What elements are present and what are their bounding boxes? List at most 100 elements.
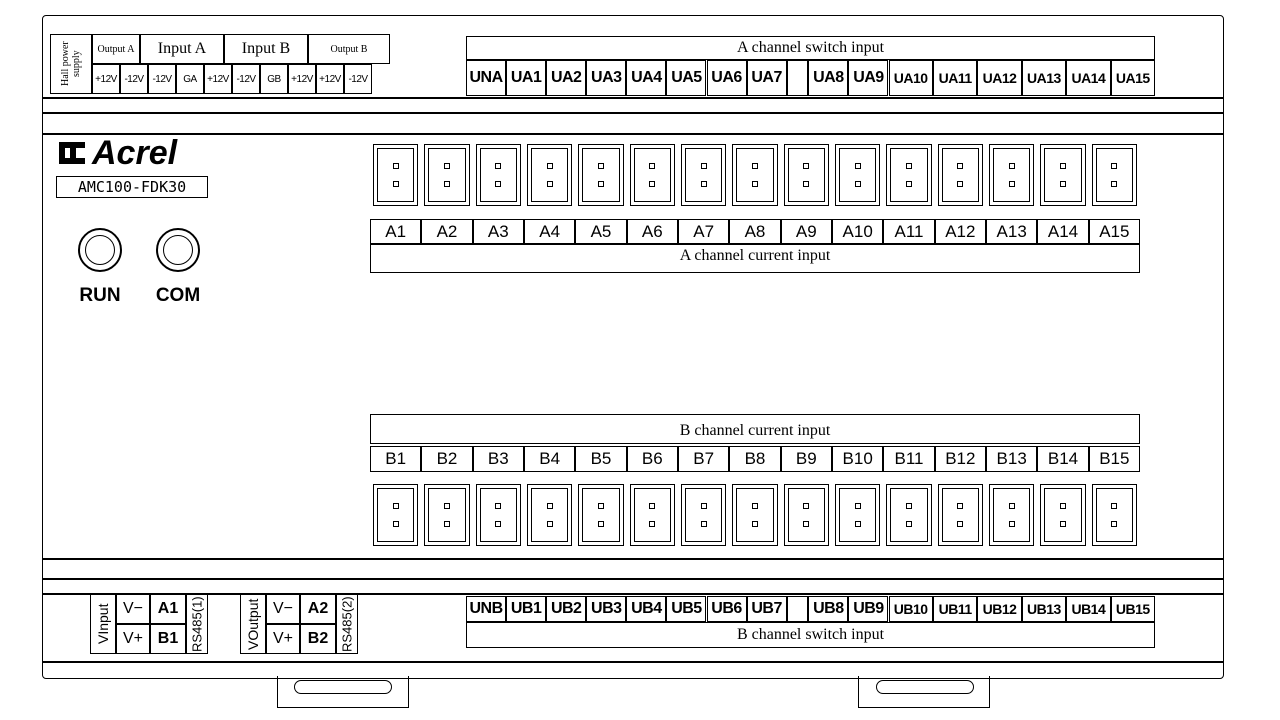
power-group-label: Input B bbox=[224, 34, 308, 64]
current-channel-label: A12 bbox=[934, 219, 986, 245]
terminal-connector-icon bbox=[989, 144, 1035, 206]
power-pin: +12V bbox=[92, 64, 120, 94]
current-channel-label: B8 bbox=[729, 446, 781, 472]
current-channel-label: A6 bbox=[626, 219, 678, 245]
din-clip-right bbox=[858, 676, 990, 708]
terminal-connector-icon bbox=[783, 144, 829, 206]
current-channel-label: B13 bbox=[986, 446, 1038, 472]
switch-pin bbox=[786, 596, 809, 622]
current-channel-label: A5 bbox=[575, 219, 627, 245]
switch-pin: UA5 bbox=[666, 60, 707, 96]
din-clip-left bbox=[277, 676, 409, 708]
switch-pin: UB13 bbox=[1021, 596, 1067, 622]
current-channel-label: A13 bbox=[986, 219, 1038, 245]
rail-line bbox=[42, 133, 1224, 135]
switch-pin: UA15 bbox=[1110, 60, 1155, 96]
terminal-connector-icon bbox=[373, 144, 419, 206]
current-channel-label: B1 bbox=[370, 446, 422, 472]
rail-line bbox=[42, 97, 1224, 99]
rail-line bbox=[42, 112, 1224, 114]
power-pin: -12V bbox=[148, 64, 176, 94]
current-channel-label: B5 bbox=[575, 446, 627, 472]
run-label: RUN bbox=[79, 285, 121, 306]
pin-v-plus-2: V+ bbox=[266, 624, 300, 654]
switch-pin: UB8 bbox=[808, 596, 849, 622]
rail-line bbox=[42, 558, 1224, 560]
voutput-label: VOutput bbox=[240, 594, 266, 654]
switch-pin: UB14 bbox=[1066, 596, 1111, 622]
current-channel-label: A8 bbox=[729, 219, 781, 245]
switch-pin: UA1 bbox=[506, 60, 547, 96]
pin-v-plus-1: V+ bbox=[116, 624, 150, 654]
switch-pin: UA3 bbox=[586, 60, 627, 96]
b-switch-title: B channel switch input bbox=[466, 622, 1155, 648]
com-label: COM bbox=[155, 285, 201, 306]
device-outline bbox=[42, 15, 1224, 679]
pin-b1: B1 bbox=[150, 624, 186, 654]
terminal-connector-icon bbox=[475, 144, 521, 206]
vinput-label: VInput bbox=[90, 594, 116, 654]
hall-power-label: Hall power supply bbox=[50, 34, 92, 94]
switch-pin: UB15 bbox=[1110, 596, 1155, 622]
rs485-2-label: RS485(2) bbox=[336, 594, 358, 654]
pin-b2: B2 bbox=[300, 624, 336, 654]
current-channel-label: B3 bbox=[472, 446, 524, 472]
power-pin: +12V bbox=[288, 64, 316, 94]
brand-logo-text: Acrel bbox=[92, 134, 178, 172]
terminal-connector-icon bbox=[1091, 144, 1137, 206]
terminal-connector-icon bbox=[937, 484, 983, 546]
switch-pin: UB2 bbox=[546, 596, 587, 622]
current-channel-label: B4 bbox=[524, 446, 576, 472]
terminal-connector-icon bbox=[373, 484, 419, 546]
terminal-connector-icon bbox=[732, 484, 778, 546]
switch-pin: UA9 bbox=[848, 60, 889, 96]
terminal-connector-icon bbox=[937, 144, 983, 206]
switch-pin: UA12 bbox=[977, 60, 1022, 96]
terminal-connector-icon bbox=[475, 484, 521, 546]
switch-pin: UA10 bbox=[888, 60, 933, 96]
current-channel-label: B10 bbox=[832, 446, 884, 472]
rail-line bbox=[42, 578, 1224, 580]
brand-logo: Acrel bbox=[58, 134, 218, 172]
switch-pin: UB10 bbox=[888, 596, 933, 622]
switch-pin: UA2 bbox=[546, 60, 587, 96]
switch-pin: UB4 bbox=[626, 596, 667, 622]
b-current-title: B channel current input bbox=[370, 414, 1140, 444]
switch-pin: UB9 bbox=[848, 596, 889, 622]
terminal-connector-icon bbox=[1040, 484, 1086, 546]
switch-pin: UA4 bbox=[626, 60, 667, 96]
terminal-connector-icon bbox=[835, 484, 881, 546]
power-pin: -12V bbox=[120, 64, 148, 94]
terminal-connector-icon bbox=[629, 144, 675, 206]
pin-v-minus-1: V− bbox=[116, 594, 150, 624]
terminal-connector-icon bbox=[681, 484, 727, 546]
switch-pin bbox=[786, 60, 809, 96]
pin-a1: A1 bbox=[150, 594, 186, 624]
switch-pin: UB6 bbox=[706, 596, 747, 622]
power-pin: +12V bbox=[204, 64, 232, 94]
terminal-connector-icon bbox=[835, 144, 881, 206]
terminal-connector-icon bbox=[681, 144, 727, 206]
model-label: AMC100-FDK30 bbox=[56, 176, 208, 198]
power-group-label: Input A bbox=[140, 34, 224, 64]
com-led-icon bbox=[156, 228, 200, 272]
switch-pin: UA11 bbox=[932, 60, 978, 96]
bottom-comm-block: VInput V− A1 V+ B1 RS485(1) VOutput V− A… bbox=[90, 594, 380, 654]
rs485-1-label: RS485(1) bbox=[186, 594, 208, 654]
terminal-connector-icon bbox=[578, 144, 624, 206]
a-current-title: A channel current input bbox=[370, 243, 1140, 273]
terminal-connector-icon bbox=[732, 144, 778, 206]
power-pin: +12V bbox=[316, 64, 344, 94]
current-channel-label: B9 bbox=[780, 446, 832, 472]
current-channel-label: A4 bbox=[524, 219, 576, 245]
current-channel-label: A1 bbox=[370, 219, 422, 245]
power-pin: GB bbox=[260, 64, 288, 94]
current-channel-label: B6 bbox=[626, 446, 678, 472]
switch-pin: UA8 bbox=[808, 60, 849, 96]
rail-line bbox=[42, 661, 1224, 663]
clip-slot bbox=[876, 680, 974, 694]
switch-pin: UB5 bbox=[666, 596, 707, 622]
rail-line bbox=[42, 593, 1224, 595]
